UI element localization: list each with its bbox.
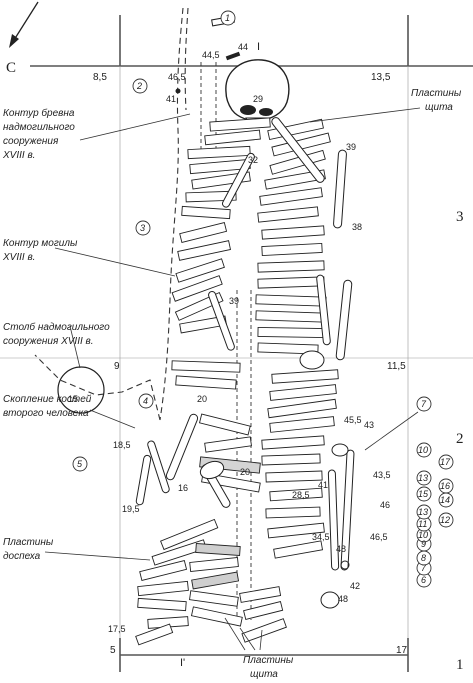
find-number: 10 — [418, 530, 428, 540]
depth-mark: 16 — [178, 483, 188, 493]
annotation-log-contour: Контур бревна надмогильного сооружения X… — [2, 107, 75, 161]
depth-mark: 15 — [68, 394, 78, 404]
depth-mark: 39 — [346, 142, 356, 152]
grid-label-top-left: 8,5 — [93, 72, 107, 83]
depth-mark: 42 — [350, 581, 360, 591]
find-number: 11 — [418, 519, 427, 529]
find-number: 9 — [421, 539, 426, 549]
skull — [225, 59, 290, 127]
depth-mark: 46 — [380, 500, 390, 510]
north-label: С — [6, 60, 16, 76]
section-label-top: I — [257, 41, 260, 53]
svg-text:щита: щита — [425, 102, 453, 113]
svg-text:надмогильного: надмогильного — [3, 122, 75, 133]
grid-label-mid-left: 9 — [114, 361, 120, 372]
svg-text:сооружения: сооружения — [3, 136, 59, 147]
find-number: 7 — [421, 563, 427, 573]
annotation-shield-bottom: Пластины щита — [243, 655, 294, 680]
depth-mark: 46,5 — [370, 532, 388, 542]
section-label-bottom: I' — [180, 657, 185, 669]
find-number: 12 — [440, 515, 450, 525]
depth-mark: 39 — [229, 296, 239, 306]
find-number: 4 — [143, 396, 148, 406]
svg-text:второго человека: второго человека — [3, 408, 89, 419]
depth-mark: 32 — [248, 155, 258, 165]
depth-mark: 43,5 — [373, 470, 391, 480]
depth-mark: 18,5 — [113, 440, 131, 450]
depth-mark: 20 — [240, 467, 250, 477]
svg-text:Пластины: Пластины — [243, 655, 294, 666]
depth-mark: 44 — [238, 42, 248, 52]
find-number: 13 — [418, 473, 428, 483]
depth-mark: 19,5 — [122, 504, 140, 514]
svg-text:Пластины: Пластины — [411, 88, 462, 99]
find-number: 16 — [440, 481, 450, 491]
svg-text:Контур могилы: Контур могилы — [3, 238, 78, 249]
depth-mark: 48 — [336, 544, 346, 554]
svg-text:XVIII в.: XVIII в. — [2, 150, 35, 161]
find-numbers — [72, 10, 454, 588]
svg-text:XVIII в.: XVIII в. — [2, 252, 35, 263]
svg-text:Пластины: Пластины — [3, 537, 54, 548]
find-number: 2 — [136, 81, 142, 91]
bones — [135, 117, 355, 609]
svg-text:Столб надмогильного: Столб надмогильного — [3, 321, 110, 333]
depth-mark: 34,5 — [312, 532, 330, 542]
post-circle — [57, 366, 105, 414]
find-number: 10 — [418, 445, 428, 455]
svg-text:сооружения XVIII в.: сооружения XVIII в. — [3, 336, 94, 347]
depth-mark: 17,5 — [108, 624, 126, 634]
find-number: 15 — [418, 489, 429, 499]
square-label-1: 1 — [456, 657, 464, 673]
depth-mark: 29 — [253, 94, 263, 104]
depth-mark: 45,5 — [344, 415, 362, 425]
find-number: 1 — [225, 13, 230, 23]
annotation-post: Столб надмогильного сооружения XVIII в. — [3, 321, 110, 347]
depth-mark: 44,5 — [202, 50, 220, 60]
svg-text:Скопление костей: Скопление костей — [3, 394, 92, 405]
plates — [135, 117, 339, 646]
annotation-grave-contour: Контур могилы XVIII в. — [2, 238, 78, 263]
annotations: Контур бревна надмогильного сооружения X… — [2, 88, 462, 680]
grid-labels: 8,5 13,5 9 11,5 5 17 3 2 1 С I I' — [6, 41, 464, 673]
find-number: 8 — [421, 553, 426, 563]
square-label-2: 2 — [456, 431, 464, 447]
grid-label-bottom-left: 5 — [110, 645, 116, 656]
find-number: 5 — [77, 459, 83, 469]
find-number: 6 — [421, 575, 426, 585]
depth-mark: 28,5 — [292, 490, 310, 500]
find-number: 13 — [418, 507, 428, 517]
square-label-3: 3 — [456, 209, 464, 225]
north-arrow-icon — [9, 1, 39, 48]
annotation-armor: Пластины доспеха — [3, 537, 54, 562]
grid-label-top-right: 13,5 — [371, 72, 391, 83]
depth-marks: 44,5 44 46,5 41 29 32 39 38 39 15 20 45,… — [68, 42, 391, 634]
depth-mark: 38 — [352, 222, 362, 232]
annotation-shield-top: Пластины щита — [411, 88, 462, 113]
find-number: 14 — [440, 495, 450, 505]
find-number: 17 — [440, 457, 451, 467]
depth-mark: 41 — [166, 94, 176, 104]
depth-mark: 20 — [197, 394, 207, 404]
depth-mark: 48 — [338, 594, 348, 604]
annotation-bones: Скопление костей второго человека — [3, 394, 92, 419]
grave-contour — [34, 7, 189, 421]
grid-label-mid-right: 11,5 — [387, 361, 406, 372]
find-number-labels: 1 2 3 4 5 6 7 7 8 9 10 10 11 12 13 13 14… — [77, 13, 451, 585]
find-number: 7 — [421, 399, 427, 409]
svg-text:доспеха: доспеха — [3, 551, 41, 562]
depth-mark: 46,5 — [168, 72, 186, 82]
find-number: 3 — [140, 223, 145, 233]
leader-lines — [44, 107, 421, 651]
svg-text:щита: щита — [250, 669, 278, 680]
depth-mark: 41 — [318, 480, 328, 490]
depth-mark: 43 — [364, 420, 374, 430]
grid-label-bottom-right: 17 — [396, 645, 408, 656]
svg-text:Контур бревна: Контур бревна — [3, 107, 75, 119]
